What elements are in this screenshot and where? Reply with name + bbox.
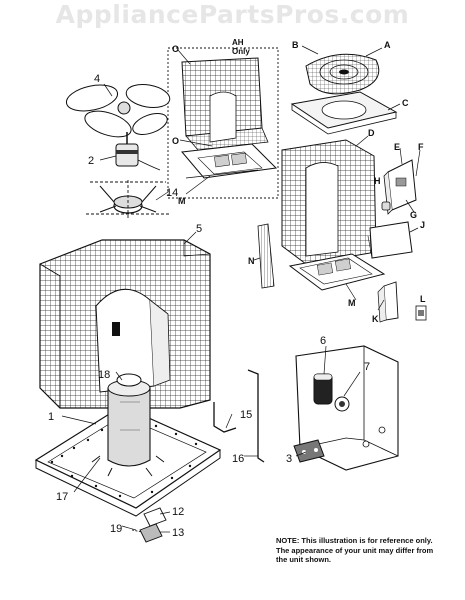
panel-n — [257, 223, 275, 289]
callout-4: 4 — [94, 73, 100, 85]
callout-letter-m-left: M — [178, 196, 186, 206]
callout-6: 6 — [320, 335, 326, 347]
callout-18: 18 — [98, 369, 110, 381]
tube-15 — [213, 402, 237, 433]
callout-letter-l: L — [420, 294, 426, 304]
number-callouts: 4 2 14 5 1 18 17 15 16 6 7 3 12 13 19 — [48, 73, 370, 539]
tube-16 — [247, 369, 265, 463]
callout-7: 7 — [364, 361, 370, 373]
callout-letter-d: D — [368, 128, 375, 138]
compressor — [91, 373, 165, 477]
fan-blade — [65, 84, 171, 138]
callout-14: 14 — [166, 187, 178, 199]
callout-letter-k: K — [372, 314, 379, 324]
callout-5: 5 — [196, 223, 202, 235]
small-bracket — [415, 305, 427, 321]
access-panel — [367, 221, 413, 259]
coil-right — [281, 139, 377, 265]
motor-mount — [86, 180, 170, 220]
callout-letter-f: F — [418, 142, 424, 152]
callout-letter-g: G — [410, 210, 417, 220]
watermark: AppliancePartsPros.com — [55, 0, 410, 29]
letter-callouts: B A C D E F H G J K L M N O O M — [172, 40, 426, 324]
control-box — [293, 345, 399, 471]
ah-only-line2: Only — [232, 47, 250, 56]
callout-letter-m-right: M — [348, 298, 356, 308]
callout-letter-b: B — [292, 40, 299, 50]
callout-letter-o-mid: O — [172, 136, 179, 146]
top-panel — [290, 91, 398, 135]
ah-only-assembly — [167, 47, 279, 199]
ah-only-line1: AH — [232, 38, 244, 47]
condenser-coil — [39, 239, 211, 409]
fan-motor — [115, 132, 161, 171]
control-bracket — [381, 159, 417, 215]
leader-lines — [61, 45, 421, 533]
callout-letter-o-top: O — [172, 44, 179, 54]
callout-16: 16 — [232, 453, 244, 465]
callout-15: 15 — [240, 409, 252, 421]
mounting-hardware — [131, 507, 167, 543]
ah-only-label: AH Only — [232, 38, 250, 56]
callout-19: 19 — [110, 523, 122, 535]
callout-letter-n: N — [248, 256, 255, 266]
callout-2: 2 — [88, 155, 94, 167]
callout-letter-h: H — [374, 176, 381, 186]
callout-1: 1 — [48, 411, 54, 423]
base-pan-right — [288, 253, 386, 291]
callout-12: 12 — [172, 506, 184, 518]
callout-13: 13 — [172, 527, 184, 539]
callout-letter-a: A — [384, 40, 391, 50]
callout-letter-j: J — [420, 220, 425, 230]
callout-letter-c: C — [402, 98, 409, 108]
callout-17: 17 — [56, 491, 68, 503]
corner-post — [377, 281, 399, 323]
top-grille — [305, 53, 380, 95]
illustration-note: NOTE: This illustration is for reference… — [276, 536, 434, 564]
callout-letter-e: E — [394, 142, 400, 152]
callout-3: 3 — [286, 453, 292, 465]
